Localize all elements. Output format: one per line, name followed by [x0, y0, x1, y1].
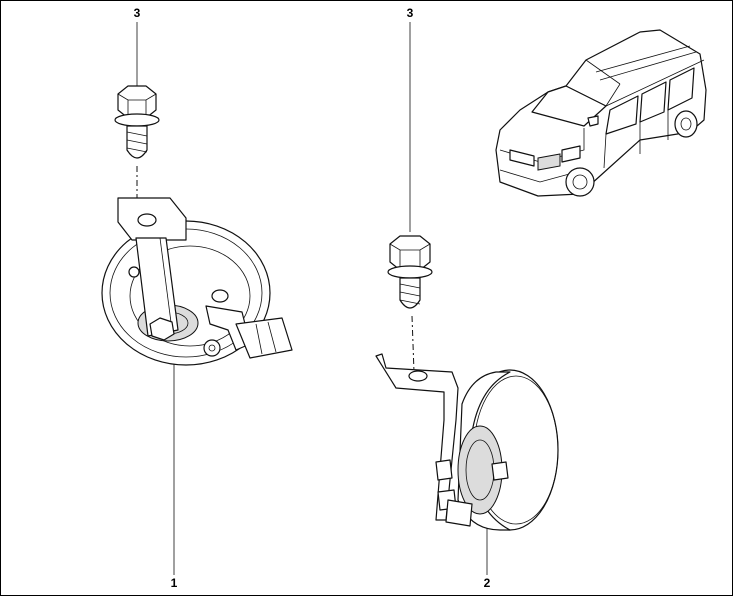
- vehicle-locator: [495, 29, 707, 197]
- callout-bolt-right: 3: [407, 6, 414, 20]
- horn-right: [375, 353, 559, 531]
- callout-bolt-left: 3: [134, 6, 141, 20]
- bolt-right: [387, 235, 433, 373]
- callout-horn-left: 1: [171, 576, 178, 590]
- horn-left: [101, 197, 293, 366]
- callout-horn-right: 2: [484, 576, 491, 590]
